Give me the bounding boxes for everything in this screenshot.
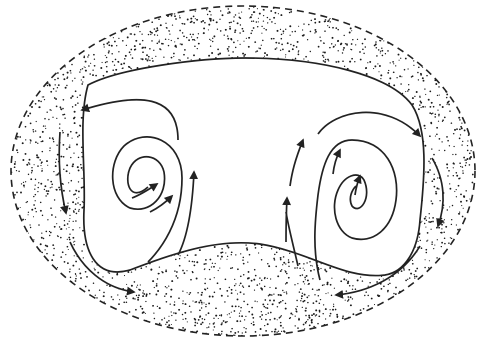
inner-core-outline <box>83 58 424 276</box>
right-outer-down-arrow <box>432 158 443 226</box>
left-outer-down-arrow <box>59 132 66 213</box>
